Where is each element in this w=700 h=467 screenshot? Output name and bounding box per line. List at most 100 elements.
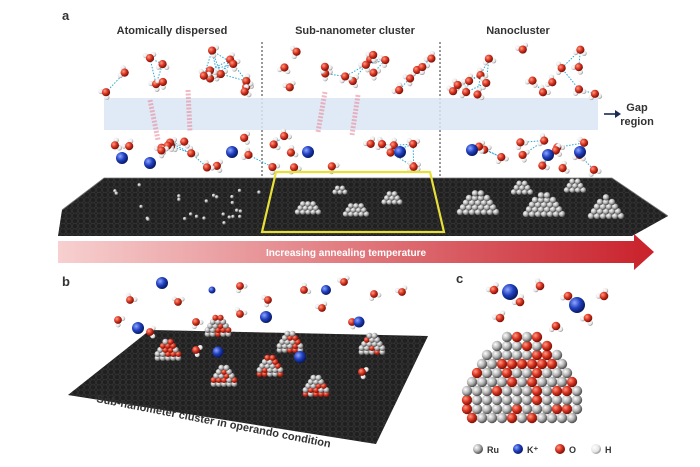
ru-single-atom (195, 215, 199, 219)
potassium-ion (156, 277, 168, 289)
ru-atom (462, 386, 472, 396)
ru-atom (562, 386, 572, 396)
ru-single-atom (222, 221, 226, 225)
ru-atom (552, 395, 562, 405)
legend: Ru K⁺ O H (473, 444, 612, 455)
water-molecule (300, 283, 311, 295)
ru-atom (502, 395, 512, 405)
ru-atom (492, 350, 502, 360)
water-molecule (480, 76, 490, 89)
ru-single-atom (231, 201, 235, 205)
ru-atom (532, 350, 542, 360)
ru-atom (557, 359, 567, 369)
ru-atom (492, 368, 502, 378)
legend-item-hydrogen: H (591, 444, 612, 455)
gap-label-line1: Gap (626, 102, 648, 114)
water-molecule (461, 73, 473, 85)
potassium-ion (354, 317, 365, 328)
ru-atom (542, 341, 552, 351)
water-molecule (315, 301, 327, 311)
water-molecule (407, 138, 420, 148)
ru-atom (522, 341, 532, 351)
water-molecule (363, 136, 375, 148)
ru-single-atom (138, 183, 142, 187)
water-molecule (596, 288, 608, 300)
ru-atom (542, 368, 552, 378)
ru-single-atom (221, 212, 225, 216)
ru-atom (547, 359, 557, 369)
ru-atom (512, 332, 522, 342)
ru-atom (502, 404, 512, 414)
ru-atom (542, 395, 552, 405)
water-molecule (172, 296, 185, 306)
water-molecule (192, 318, 204, 329)
panel-c: c (456, 271, 608, 423)
water-molecule (118, 65, 129, 78)
legend-label-ru: Ru (487, 445, 499, 455)
water-molecule (496, 153, 509, 164)
ru-atom (562, 395, 572, 405)
ru-atom (497, 413, 507, 423)
potassium-ion (574, 146, 586, 158)
potassium-ion (144, 157, 156, 169)
ru-atom (527, 359, 537, 369)
ru-single-atom (212, 194, 216, 198)
ru-single-atom (238, 215, 242, 219)
water-molecule (369, 68, 381, 80)
ru-atom (522, 386, 532, 396)
ru-atom (527, 413, 537, 423)
gap-arrow (604, 110, 621, 118)
ru-atom (482, 395, 492, 405)
water-molecule (156, 60, 170, 70)
potassium-ion (209, 287, 216, 294)
potassium-ion (213, 347, 224, 358)
legend-item-potassium: K⁺ (513, 444, 538, 455)
water-molecule (114, 316, 125, 327)
ru-atom (477, 359, 487, 369)
ru-atom (547, 413, 557, 423)
water-molecule (287, 145, 298, 157)
water-molecule (418, 63, 430, 75)
ru-atom (522, 350, 532, 360)
water-molecule (537, 133, 548, 146)
ru-single-atom (177, 194, 181, 198)
ru-atom (512, 350, 522, 360)
ru-atom (492, 386, 502, 396)
water-molecule (525, 77, 538, 88)
ru-atom (517, 413, 527, 423)
ru-atom (482, 404, 492, 414)
potassium-ion (569, 297, 585, 313)
ru-single-atom (146, 217, 150, 221)
water-molecule (549, 322, 563, 332)
water-molecule (545, 75, 556, 88)
ru-atom (467, 413, 477, 423)
panel-b-letter: b (62, 274, 70, 289)
ru-atom (567, 413, 577, 423)
ru-atom (462, 404, 472, 414)
gap-region-band (104, 98, 598, 130)
annealing-arrow-label: Increasing annealing temperature (266, 248, 426, 259)
ru-atom (557, 413, 567, 423)
water-molecule (519, 150, 530, 163)
ru-atom (492, 395, 502, 405)
ru-atom (522, 404, 532, 414)
water-molecule (391, 82, 403, 94)
ru-single-atom (177, 198, 181, 202)
water-molecule (280, 128, 292, 140)
potassium-ion (116, 152, 128, 164)
water-molecule (277, 63, 290, 74)
ru-single-atom (202, 216, 206, 220)
ru-atom (512, 395, 522, 405)
water-molecule (337, 276, 350, 286)
ruthenium-nanoparticle-panel-c (462, 332, 582, 423)
water-molecule (229, 59, 240, 72)
ru-atom (552, 386, 562, 396)
water-molecule (111, 138, 122, 151)
legend-item-ru: Ru (473, 444, 499, 455)
ru-atom (472, 404, 482, 414)
ru-single-atom (235, 209, 239, 213)
water-molecule (573, 85, 586, 96)
potassium-ion (226, 146, 238, 158)
panel-c-letter: c (456, 271, 463, 286)
